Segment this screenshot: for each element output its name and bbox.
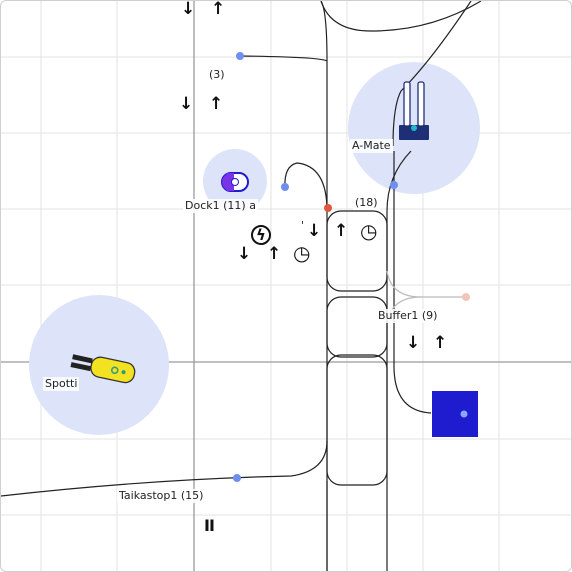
dock1-charger-icon[interactable] — [221, 172, 249, 192]
load-icon[interactable]: ↑ — [209, 94, 224, 114]
buffer1-dot[interactable] — [462, 293, 470, 301]
taikastop1-dot[interactable] — [233, 474, 241, 482]
timer-icon[interactable]: ◷ — [293, 241, 311, 265]
timer-icon[interactable]: ◷ — [360, 219, 378, 243]
dock1-dot[interactable] — [281, 183, 289, 191]
amate-robot-icon[interactable] — [399, 81, 429, 140]
station-18-dot[interactable] — [390, 181, 398, 189]
station-3-dot[interactable] — [236, 52, 244, 60]
taikastop1-label[interactable]: Taikastop1 (15) — [117, 489, 206, 503]
pause-icon[interactable]: II — [204, 516, 215, 535]
unload-icon[interactable]: ↓ — [181, 0, 196, 19]
unload-icon[interactable]: ↓ — [406, 333, 421, 353]
spotti-label[interactable]: Spotti — [43, 377, 80, 391]
dock1-label[interactable]: Dock1 (11) a — [183, 199, 258, 213]
load-icon[interactable]: ↑ — [334, 221, 349, 241]
buffer1-label[interactable]: Buffer1 (9) — [376, 309, 440, 323]
amate-label[interactable]: A-Mate — [350, 139, 393, 153]
active-node-dot[interactable] — [324, 204, 332, 212]
spotti-forklift-icon[interactable] — [70, 351, 137, 384]
tick-mark: ' — [301, 219, 305, 232]
load-icon[interactable]: ↑ — [211, 0, 226, 19]
unload-icon[interactable]: ↓ — [307, 221, 322, 241]
charge-icon[interactable]: ϟ — [251, 225, 271, 245]
load-icon[interactable]: ↑ — [267, 244, 282, 264]
unload-icon[interactable]: ↓ — [237, 244, 252, 264]
robot-block-dot — [460, 410, 468, 418]
load-icon[interactable]: ↑ — [433, 333, 448, 353]
robot-block[interactable] — [432, 391, 478, 437]
station-3-label[interactable]: (3) — [207, 68, 227, 82]
station-18-label[interactable]: (18) — [353, 196, 380, 210]
unload-icon[interactable]: ↓ — [179, 94, 194, 114]
